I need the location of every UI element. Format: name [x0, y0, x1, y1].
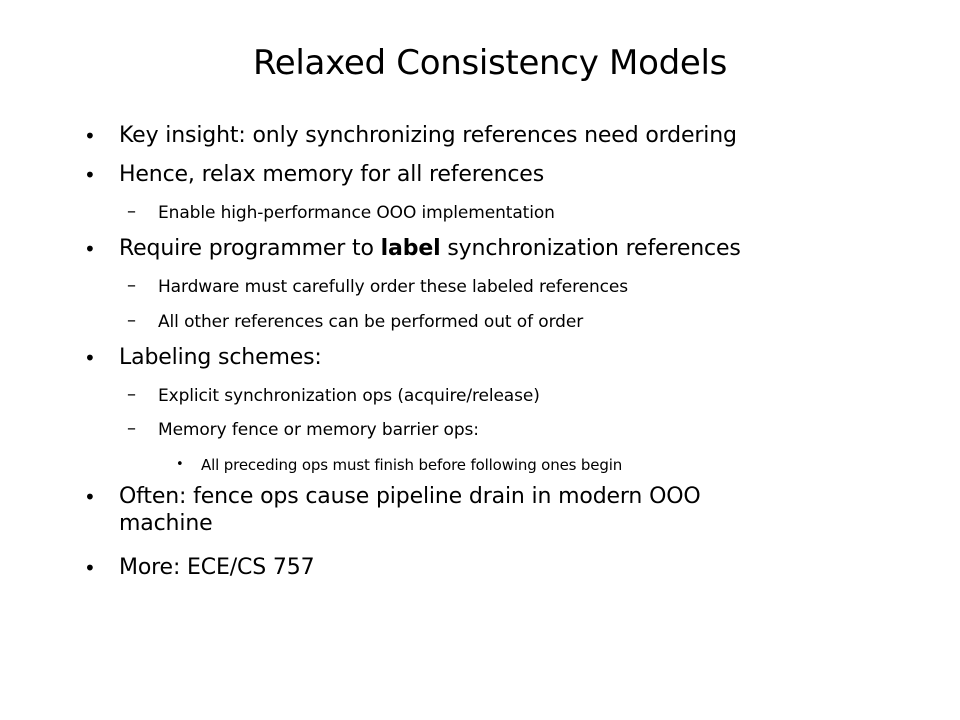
bullet-icon: •	[176, 457, 184, 472]
dash-icon: –	[127, 418, 136, 439]
bullet-text: Labeling schemes:	[119, 345, 322, 370]
sub-bullet-text: Enable high-performance OOO implementati…	[158, 203, 555, 223]
bullet-text: Require programmer to label synchronizat…	[119, 236, 741, 261]
sub-bullet-text: Hardware must carefully order these labe…	[158, 277, 629, 297]
dash-icon: –	[127, 310, 136, 331]
sub-bullet-text: Memory fence or memory barrier ops:	[158, 420, 479, 440]
bullet-icon: •	[84, 124, 96, 148]
bullet-icon: •	[84, 556, 96, 580]
slide-title: Relaxed Consistency Models	[252, 43, 728, 83]
dash-icon: –	[127, 201, 136, 222]
bullet-text: More: ECE/CS 757	[119, 555, 315, 580]
bullet-icon: •	[84, 346, 96, 370]
bullet-icon: •	[84, 163, 96, 187]
sub-bullet-text: Explicit synchronization ops (acquire/re…	[158, 386, 540, 406]
bullet-text: Hence, relax memory for all references	[119, 162, 545, 187]
bullet-icon: •	[84, 485, 96, 509]
bullet-icon: •	[84, 237, 96, 261]
bullet-text-before: Require programmer to	[119, 236, 381, 261]
dash-icon: –	[127, 275, 136, 296]
bullet-text-line1: Often: fence ops cause pipeline drain in…	[119, 484, 701, 509]
dash-icon: –	[127, 384, 136, 405]
bullet-text: Key insight: only synchronizing referenc…	[119, 123, 737, 148]
sub-bullet-text: All other references can be performed ou…	[158, 312, 584, 332]
bullet-text-bold: label	[380, 236, 441, 261]
bullet-text-after: synchronization references	[440, 236, 741, 261]
sub-sub-bullet-text: All preceding ops must finish before fol…	[201, 456, 623, 474]
bullet-text-line2: machine	[119, 511, 213, 536]
